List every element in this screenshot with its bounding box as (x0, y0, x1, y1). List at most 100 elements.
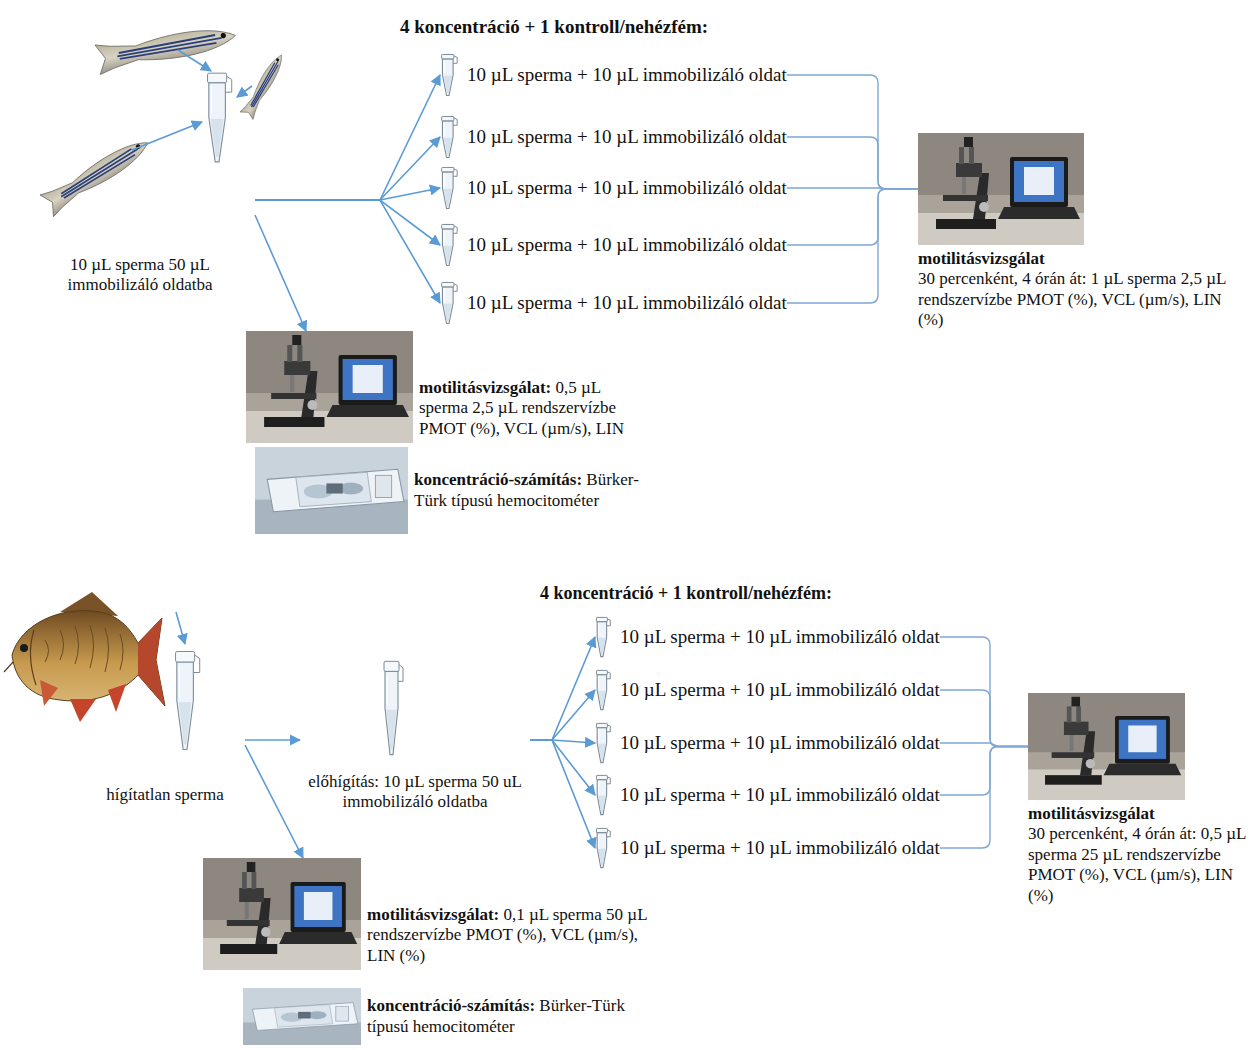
flow-arrow (530, 740, 595, 848)
flow-arrow (255, 188, 440, 200)
dilution-tube: 10 µL sperma + 10 µL immobilizáló oldat (440, 166, 787, 210)
tube-icon (440, 115, 458, 159)
tube-drawing (440, 223, 458, 267)
dilution-tube: 10 µL sperma + 10 µL immobilizáló oldat (595, 774, 940, 816)
sample-tube: előhígítás: 10 µL sperma 50 uL immobiliz… (300, 658, 530, 813)
flow-arrow (255, 137, 440, 200)
tube-drawing (382, 658, 404, 758)
tube-label: 10 µL sperma + 10 µL immobilizáló oldat (620, 679, 940, 702)
station-body: 30 percenként, 4 órán át: 0,5 µL sperma … (1028, 824, 1248, 906)
bracket-line (787, 189, 918, 303)
tube-label: 10 µL sperma + 10 µL immobilizáló oldat (620, 784, 940, 807)
bracket-line (940, 690, 1028, 747)
station-photo (918, 133, 1084, 245)
tube-label: 10 µL sperma 50 µL immobilizáló oldatba (25, 255, 255, 296)
step-heading: motilitásvizsgálat: (419, 378, 551, 397)
flow-arrow (530, 690, 595, 740)
tube-drawing (595, 827, 611, 869)
tube-icon (595, 616, 611, 658)
step-text: koncentráció-számítás:Bürker-Türk típusú… (414, 470, 654, 511)
microscope-photo (1028, 693, 1185, 800)
sampling-arrow (237, 86, 252, 97)
step-text: koncentráció-számítás:Bürker-Türk típusú… (367, 996, 657, 1037)
sampling-arrow (176, 612, 185, 644)
dilution-tube: 10 µL sperma + 10 µL immobilizáló oldat (440, 223, 787, 267)
tube-icon (173, 648, 201, 753)
tube-label: 10 µL sperma + 10 µL immobilizáló oldat (467, 126, 787, 149)
tube-label: 10 µL sperma + 10 µL immobilizáló oldat (467, 177, 787, 200)
flow-arrow (245, 745, 303, 858)
motility-station: motilitásvizsgálat30 percenként, 4 órán … (918, 133, 1243, 331)
tube-drawing (173, 648, 201, 753)
microscope-photo (918, 133, 1084, 245)
dilution-tube: 10 µL sperma + 10 µL immobilizáló oldat (440, 53, 787, 97)
dilution-tube: 10 µL sperma + 10 µL immobilizáló oldat (595, 722, 940, 764)
microscope-photo (246, 331, 413, 443)
tube-label: 10 µL sperma + 10 µL immobilizáló oldat (620, 626, 940, 649)
tube-drawing (440, 115, 458, 159)
flow-arrow (255, 75, 440, 200)
zebrafish-1 (95, 21, 238, 75)
bracket-line (940, 637, 1028, 747)
microscope-photo (203, 858, 361, 970)
tube-icon (440, 53, 458, 97)
tube-icon (595, 827, 611, 869)
step-heading: koncentráció-számítás: (367, 996, 535, 1015)
bracket-line (787, 189, 918, 245)
tube-icon (205, 70, 233, 165)
hemocytometer-photo (255, 447, 408, 534)
tube-label: 10 µL sperma + 10 µL immobilizáló oldat (620, 732, 940, 755)
dilution-tube: 10 µL sperma + 10 µL immobilizáló oldat (595, 669, 940, 711)
sample-tube: hígítatlan sperma (85, 648, 245, 805)
step-photo (255, 447, 408, 534)
tube-label: 10 µL sperma + 10 µL immobilizáló oldat (467, 64, 787, 87)
station-heading: motilitásvizsgálat (918, 249, 1243, 269)
tube-drawing (440, 53, 458, 97)
flow-arrow (255, 200, 440, 303)
flow-arrow (255, 200, 440, 245)
group-heading: 4 koncentráció + 1 kontroll/nehézfém: (540, 583, 832, 605)
dilution-tube: 10 µL sperma + 10 µL immobilizáló oldat (595, 616, 940, 658)
dilution-tube: 10 µL sperma + 10 µL immobilizáló oldat (595, 827, 940, 869)
sample-tube: 10 µL sperma 50 µL immobilizáló oldatba (25, 70, 255, 296)
concentration-step: koncentráció-számítás:Bürker-Türk típusú… (243, 988, 657, 1045)
step-text: motilitásvizsgálat:0,5 µL sperma 2,5 µL … (419, 378, 649, 443)
bracket-line (787, 75, 918, 189)
tube-icon (440, 281, 458, 325)
tube-label: 10 µL sperma + 10 µL immobilizáló oldat (467, 234, 787, 257)
dilution-tube: 10 µL sperma + 10 µL immobilizáló oldat (440, 115, 787, 159)
step-heading: motilitásvizsgálat: (367, 905, 499, 924)
step-heading: koncentráció-számítás: (414, 470, 582, 489)
step-photo (243, 988, 361, 1045)
station-body: 30 percenként, 4 órán át: 1 µL sperma 2,… (918, 269, 1243, 330)
flow-arrow (245, 739, 300, 741)
zebrafish-3 (40, 132, 154, 217)
hemocytometer-photo (243, 988, 361, 1045)
step-photo (246, 331, 413, 443)
step-photo (203, 858, 361, 970)
station-heading: motilitásvizsgálat (1028, 804, 1248, 824)
tube-drawing (595, 616, 611, 658)
tube-drawing (440, 166, 458, 210)
tube-icon (595, 774, 611, 816)
tube-icon (382, 658, 404, 758)
tube-label: előhígítás: 10 µL sperma 50 uL immobiliz… (300, 772, 530, 813)
concentration-step: koncentráció-számítás:Bürker-Türk típusú… (255, 447, 654, 534)
sampling-arrow (178, 50, 211, 71)
flow-arrow (530, 637, 595, 740)
bracket-line (940, 747, 1028, 849)
carp (4, 592, 165, 722)
motility-station: motilitásvizsgálat30 percenként, 4 órán … (1028, 693, 1248, 906)
tube-label: 10 µL sperma + 10 µL immobilizáló oldat (620, 837, 940, 860)
tube-drawing (205, 70, 233, 165)
dilution-tube: 10 µL sperma + 10 µL immobilizáló oldat (440, 281, 787, 325)
zebrafish-2 (240, 51, 288, 119)
bracket-line (940, 747, 1028, 796)
tube-label: 10 µL sperma + 10 µL immobilizáló oldat (467, 292, 787, 315)
tube-drawing (595, 722, 611, 764)
motility-step: motilitásvizsgálat:0,5 µL sperma 2,5 µL … (246, 331, 649, 443)
sampling-arrow (132, 122, 202, 150)
motility-step: motilitásvizsgálat:0,1 µL sperma 50 µL r… (203, 858, 667, 970)
station-photo (1028, 693, 1185, 800)
